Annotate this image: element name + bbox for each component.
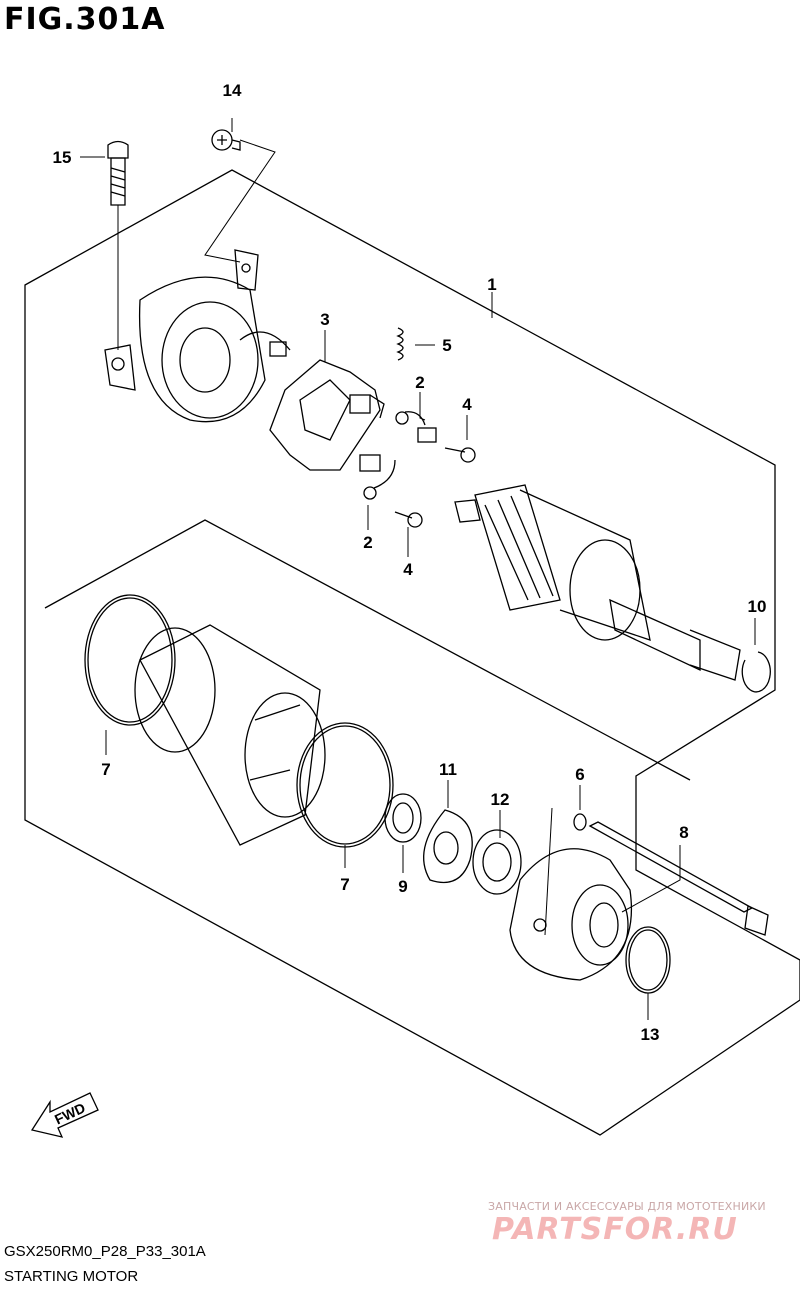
screw-part-14 (211, 129, 241, 151)
bolt-part-8 (588, 821, 769, 936)
o-ring-part-6 (573, 813, 587, 831)
brush-part-2-lower (359, 454, 396, 500)
spring-part-5 (396, 327, 404, 361)
callout-11: 11 (439, 760, 457, 779)
end-cover-part (104, 249, 291, 423)
circlip-part-10 (741, 651, 771, 693)
fwd-arrow-icon (30, 1092, 99, 1138)
assembly-outline-7 (44, 519, 691, 781)
leader-lines (80, 118, 756, 1020)
callout-1: 1 (487, 275, 496, 294)
callout-2-upper: 2 (415, 373, 424, 392)
callout-3: 3 (320, 310, 329, 329)
screw-part-4-upper (444, 447, 476, 463)
callout-7-left: 7 (101, 760, 110, 779)
callout-9: 9 (398, 877, 407, 896)
brush-part-2-upper (395, 411, 437, 443)
callout-10: 10 (748, 597, 767, 616)
armature-part (454, 484, 741, 681)
figure-title: FIG.301A (4, 2, 166, 37)
oil-seal-part-12 (472, 829, 522, 895)
callout-4-lower: 4 (403, 560, 413, 579)
brush-holder-part-3 (269, 359, 385, 471)
callout-5: 5 (442, 336, 451, 355)
bolt-part-15 (107, 140, 129, 206)
callout-13: 13 (641, 1025, 660, 1044)
lock-washer-part-11 (423, 809, 473, 884)
o-ring-part-7-left (84, 594, 176, 726)
watermark-subtitle: ЗАПЧАСТИ И АКСЕССУАРЫ ДЛЯ МОТОТЕХНИКИ (488, 1200, 766, 1213)
callout-8: 8 (679, 823, 688, 842)
watermark-logo: PARTSFOR.RU (492, 1212, 738, 1247)
callout-6: 6 (575, 765, 584, 784)
diagram-code: GSX250RM0_P28_P33_301A (4, 1243, 206, 1260)
callout-4-upper: 4 (462, 395, 472, 414)
callout-12: 12 (491, 790, 510, 809)
callout-7-right: 7 (340, 875, 349, 894)
assembly-outline-1 (24, 169, 800, 1136)
screw-part-4-lower (394, 511, 423, 528)
callout-14: 14 (223, 81, 242, 100)
front-cover-part (509, 848, 633, 981)
washer-part-9 (384, 793, 422, 843)
callout-15: 15 (53, 148, 72, 167)
yoke-part (134, 624, 326, 846)
o-ring-part-13 (625, 926, 671, 994)
callout-2-lower: 2 (363, 533, 372, 552)
o-ring-part-7-right (296, 722, 394, 848)
diagram-name: STARTING MOTOR (4, 1268, 139, 1285)
